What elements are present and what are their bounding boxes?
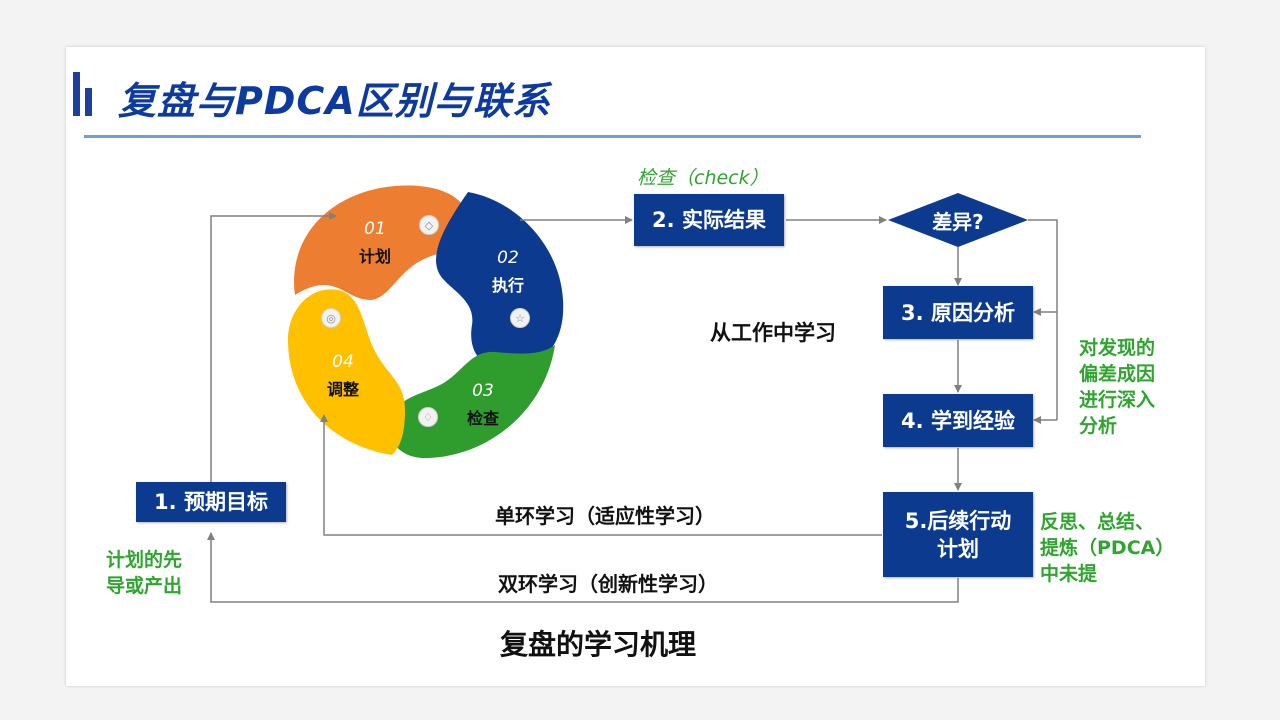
cycle-do-segment [436, 192, 564, 371]
do-number: 02 [497, 248, 519, 268]
bell-icon: ♢ [418, 407, 438, 427]
act-number: 04 [332, 352, 354, 372]
diagram-caption: 复盘的学习机理 [500, 628, 697, 661]
title-bar-right [85, 88, 92, 116]
diamond-icon: ◇ [419, 215, 439, 235]
cycle-plan-segment [294, 185, 469, 300]
star-icon: ☆ [510, 308, 530, 328]
do-label: 执行 [491, 276, 524, 295]
plan-origin-note: 计划的先 导或产出 [106, 547, 182, 599]
plan-origin-line: 计划的先 [106, 549, 183, 571]
diff-diamond [888, 193, 1028, 247]
connector-single-loop [320, 414, 882, 536]
page-title: 复盘与PDCA区别与联系 [118, 79, 551, 123]
cycle-check-segment [389, 345, 555, 459]
reflection-line: 中未提 [1040, 563, 1098, 585]
follow-up-plan-box: 5.后续行动 计划 [883, 492, 1033, 577]
deviation-line: 进行深入 [1079, 389, 1156, 411]
deviation-line: 偏差成因 [1079, 363, 1156, 385]
reflection-line: 提炼（PDCA） [1040, 537, 1175, 559]
gear-icon: ◎ [321, 308, 341, 328]
connector-diff-right-branch [1028, 219, 1058, 420]
check-annotation: 检查（check） [637, 167, 769, 189]
reflection-line: 反思、总结、 [1040, 511, 1155, 533]
learn-from-work-text: 从工作中学习 [710, 321, 836, 345]
deviation-line: 对发现的 [1079, 337, 1156, 359]
result-box: 2. 实际结果 [634, 194, 784, 246]
cycle-act-segment [288, 289, 405, 455]
deviation-line: 分析 [1079, 415, 1118, 437]
single-loop-label: 单环学习（适应性学习） [495, 504, 715, 528]
plan-origin-line: 导或产出 [106, 575, 183, 597]
cause-analysis-box: 3. 原因分析 [883, 286, 1033, 339]
title-bar-left [73, 72, 80, 116]
plan-number: 01 [364, 219, 386, 239]
deviation-analysis-note: 对发现的 偏差成因 进行深入 分析 [1079, 335, 1155, 439]
slide [66, 47, 1205, 686]
connector-goal-to-cycle [210, 212, 337, 482]
check-number: 03 [472, 381, 494, 401]
title-divider [84, 135, 1141, 138]
connector-double-loop [207, 532, 959, 603]
follow-up-line1: 5.后续行动 [904, 508, 1012, 533]
lessons-learned-box: 4. 学到经验 [883, 394, 1033, 447]
reflection-note: 反思、总结、 提炼（PDCA） 中未提 [1040, 509, 1174, 587]
diff-label: 差异? [932, 210, 984, 234]
goal-box: 1. 预期目标 [136, 482, 286, 522]
act-label: 调整 [326, 380, 359, 399]
plan-label: 计划 [358, 247, 391, 266]
check-label: 检查 [466, 409, 499, 428]
follow-up-line2: 计划 [937, 536, 979, 561]
double-loop-label: 双环学习（创新性学习） [498, 572, 718, 596]
